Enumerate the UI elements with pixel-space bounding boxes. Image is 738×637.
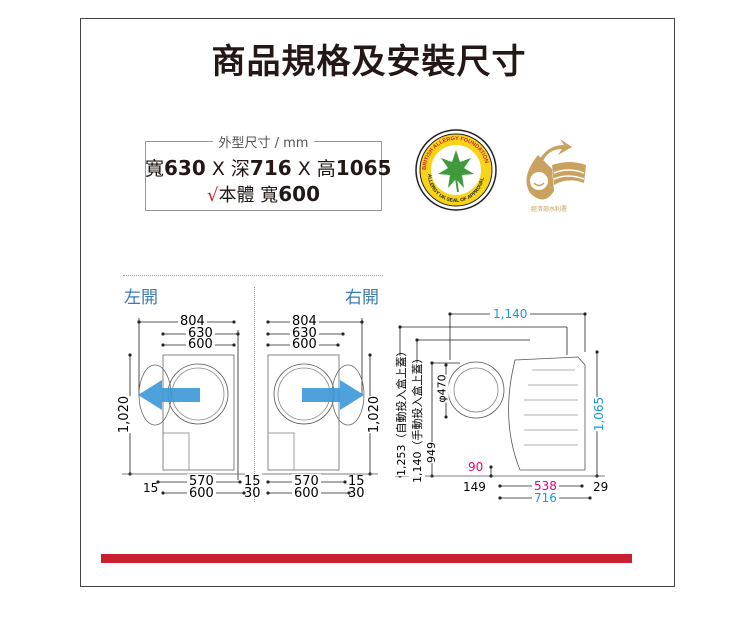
dim-804: 804 xyxy=(290,314,319,329)
dim-foot-left: 15 xyxy=(143,481,159,495)
water-saving-logo: 經濟部水利署 xyxy=(526,139,586,213)
page-title: 商品規格及安裝尺寸 xyxy=(211,42,527,82)
depth-value: 716 xyxy=(249,156,292,180)
dim-foot-height: 90 xyxy=(468,460,484,474)
dim-600: 600 xyxy=(186,337,215,352)
right-open-drawing xyxy=(262,318,378,495)
left-open-drawing xyxy=(122,318,246,495)
dim-foot-right: 15 xyxy=(348,474,365,489)
divider xyxy=(123,275,383,276)
dim-offset: 30 xyxy=(244,486,261,501)
dim-804: 804 xyxy=(178,314,207,329)
body-width-label: 本體 寬 xyxy=(218,185,279,206)
allergy-uk-seal-logo: BRITISH ALLERGY FOUNDATION ALLERGY UK SE… xyxy=(415,129,497,211)
spec-dimensions: 寬630 X 深716 X 高1065 xyxy=(145,154,391,181)
dim-base: 600 xyxy=(187,486,216,501)
water-logo-caption: 經濟部水利署 xyxy=(531,205,567,213)
spec-legend: 外型尺寸 / mm xyxy=(145,132,382,151)
dim-rear: 29 xyxy=(593,480,609,494)
side-view-drawing xyxy=(395,312,605,500)
open-left-arrow-icon xyxy=(138,380,200,410)
depth-label: 深 xyxy=(230,158,250,180)
height-label: 高 xyxy=(316,158,336,180)
open-right-arrow-icon xyxy=(302,380,364,410)
dim-door-center: 949 xyxy=(425,442,438,463)
body-width-value: 600 xyxy=(278,182,320,206)
divider xyxy=(254,287,255,502)
left-open-label: 左開 xyxy=(124,288,158,308)
dim-side-foot-span: 538 xyxy=(532,479,559,493)
spec-legend-text: 外型尺寸 / mm xyxy=(212,136,315,151)
times-sign: X xyxy=(297,158,311,180)
width-value: 630 xyxy=(164,156,206,180)
dim-height-manual-lid: 1,140（手動投入盒上蓋） xyxy=(409,352,425,483)
dim-side-height: 1,065 xyxy=(592,396,607,432)
dim-front-offset: 149 xyxy=(463,480,486,494)
times-sign: X xyxy=(211,158,225,180)
dim-door-diameter: φ470 xyxy=(435,374,449,403)
dim-600: 600 xyxy=(290,337,319,352)
content-frame xyxy=(80,18,675,587)
dim-base: 600 xyxy=(292,486,321,501)
dim-height: 1,020 xyxy=(367,395,383,434)
height-value: 1065 xyxy=(335,156,392,180)
dim-open-width: 1,140 xyxy=(490,307,531,321)
dim-height: 1,020 xyxy=(117,395,133,434)
dim-foot-right: 15 xyxy=(244,474,261,489)
dim-foot-span: 570 xyxy=(292,474,321,489)
red-divider-bar xyxy=(101,554,632,563)
dim-height-auto-lid: 1,253（自動投入盒上蓋） xyxy=(393,345,409,476)
check-icon: √ xyxy=(207,185,219,206)
right-open-label: 右開 xyxy=(345,288,379,308)
dim-foot-span: 570 xyxy=(187,474,216,489)
dim-side-depth: 716 xyxy=(532,491,559,505)
body-width: √本體 寬600 xyxy=(145,181,382,207)
width-label: 寬 xyxy=(145,158,165,180)
dim-offset: 30 xyxy=(348,486,365,501)
